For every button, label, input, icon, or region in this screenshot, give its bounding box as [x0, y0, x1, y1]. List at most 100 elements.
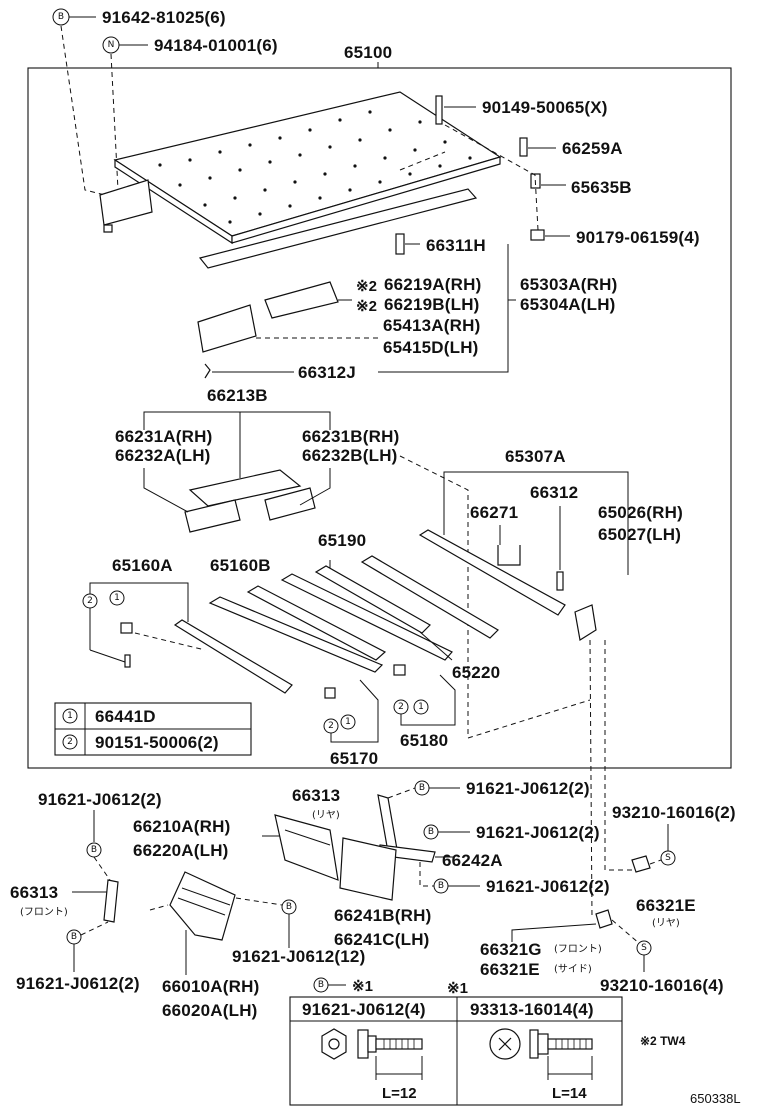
- floor-panel: [99, 91, 502, 245]
- svg-text:66220A(LH): 66220A(LH): [133, 841, 229, 860]
- svg-text:※2: ※2: [356, 278, 377, 295]
- svg-text:66242A: 66242A: [442, 851, 503, 870]
- svg-text:(フロント): (フロント): [554, 944, 602, 955]
- svg-text:2: 2: [87, 596, 93, 606]
- svg-text:B: B: [286, 902, 292, 912]
- svg-text:S: S: [665, 853, 671, 863]
- svg-text:L=12: L=12: [382, 1085, 417, 1102]
- hex-bolt-icon: L=12: [321, 1028, 423, 1102]
- svg-text:2: 2: [398, 702, 404, 712]
- svg-text:S: S: [641, 943, 647, 953]
- guard-66210a: 66313 (リヤ) 66210A(RH) 66220A(LH) B 91621…: [133, 779, 610, 949]
- svg-text:91621-J0612(2): 91621-J0612(2): [466, 779, 590, 798]
- bracket-assembly: 66311H ※2 66219A(RH) ※2 66219B(LH) 65413…: [197, 233, 617, 382]
- svg-text:66232B(LH): 66232B(LH): [302, 446, 398, 465]
- crossmember-66213b: 66213B 66231A(RH) 66232A(LH) 66231B(RH) …: [115, 386, 469, 738]
- svg-text:65415D(LH): 65415D(LH): [383, 338, 479, 357]
- svg-text:66259A: 66259A: [562, 139, 623, 158]
- svg-text:65170: 65170: [330, 749, 378, 768]
- svg-text:65220: 65220: [452, 663, 500, 682]
- svg-text:L=14: L=14: [552, 1085, 587, 1102]
- svg-text:66321E: 66321E: [636, 896, 696, 915]
- svg-text:B: B: [318, 980, 324, 990]
- svg-text:91621-J0612(4): 91621-J0612(4): [302, 1000, 426, 1019]
- svg-text:1: 1: [418, 702, 424, 712]
- svg-text:65160A: 65160A: [112, 556, 173, 575]
- svg-text:(サイド): (サイド): [554, 963, 592, 975]
- svg-text:B: B: [438, 881, 444, 891]
- svg-text:66321G: 66321G: [480, 940, 542, 959]
- svg-text:66210A(RH): 66210A(RH): [133, 817, 230, 836]
- svg-text:65635B: 65635B: [571, 178, 632, 197]
- svg-text:66232A(LH): 66232A(LH): [115, 446, 211, 465]
- svg-text:66312: 66312: [530, 483, 578, 502]
- svg-text:(フロント): (フロント): [20, 907, 68, 918]
- svg-text:1: 1: [345, 717, 351, 727]
- svg-text:66219A(RH): 66219A(RH): [384, 275, 481, 294]
- svg-text:66313: 66313: [10, 883, 58, 902]
- svg-text:(リヤ): (リヤ): [312, 810, 340, 821]
- footnote: ※2 TW4: [640, 1034, 686, 1048]
- flange-bolt-icon: L=14: [489, 1028, 593, 1102]
- crossmember-65160a: 65160A 2 1 65160B 65190 65220: [82, 531, 500, 694]
- svg-text:66231B(RH): 66231B(RH): [302, 427, 399, 446]
- svg-text:91621-J0612(2): 91621-J0612(2): [38, 790, 162, 809]
- fastener-table: ※1 91621-J0612(4) 93313-16014(4) L=12: [289, 980, 623, 1106]
- svg-text:N: N: [108, 40, 115, 50]
- mounts-65170-65180: 2 1 65170 2 1 65180: [323, 664, 591, 768]
- svg-text:90179-06159(4): 90179-06159(4): [576, 228, 700, 247]
- label-65100: 65100: [344, 43, 392, 62]
- svg-text:B: B: [419, 783, 425, 793]
- svg-text:65160B: 65160B: [210, 556, 271, 575]
- label-94184: 94184-01001(6): [154, 36, 278, 55]
- svg-text:65026(RH): 65026(RH): [598, 503, 683, 522]
- guard-66010a: B 91621-J0612(12) 66010A(RH) 66020A(LH) …: [149, 871, 373, 1020]
- assembly-frame: [27, 67, 732, 769]
- svg-text:66241B(RH): 66241B(RH): [334, 906, 431, 925]
- b-bolt-callout: B 91642-81025(6): [52, 8, 226, 27]
- svg-text:65413A(RH): 65413A(RH): [383, 316, 480, 335]
- svg-text:93210-16016(2): 93210-16016(2): [612, 803, 736, 822]
- top-fasteners: 90149-50065(X) 66259A 65635B 90179-06159…: [435, 95, 700, 247]
- svg-text:(リヤ): (リヤ): [652, 918, 680, 929]
- svg-text:65304A(LH): 65304A(LH): [520, 295, 616, 314]
- svg-text:91621-J0612(2): 91621-J0612(2): [486, 877, 610, 896]
- legend-table: 1 2 66441D 90151-50006(2): [54, 702, 252, 756]
- svg-text:B: B: [58, 12, 64, 22]
- svg-text:66271: 66271: [470, 503, 518, 522]
- svg-text:66321E: 66321E: [480, 960, 540, 979]
- svg-text:93313-16014(4): 93313-16014(4): [470, 1000, 594, 1019]
- svg-text:1: 1: [67, 711, 73, 721]
- svg-text:1: 1: [114, 593, 120, 603]
- svg-text:※1: ※1: [447, 980, 468, 997]
- svg-text:※2: ※2: [356, 298, 377, 315]
- svg-text:B: B: [71, 932, 77, 942]
- svg-text:66010A(RH): 66010A(RH): [162, 977, 259, 996]
- svg-text:66313: 66313: [292, 786, 340, 805]
- svg-text:2: 2: [328, 721, 334, 731]
- svg-text:91621-J0612(2): 91621-J0612(2): [476, 823, 600, 842]
- svg-text:66231A(RH): 66231A(RH): [115, 427, 212, 446]
- svg-text:90149-50065(X): 90149-50065(X): [482, 98, 608, 117]
- svg-text:66213B: 66213B: [207, 386, 268, 405]
- svg-text:93210-16016(4): 93210-16016(4): [600, 976, 724, 995]
- svg-text:B: B: [428, 827, 434, 837]
- side-rail: [198, 188, 478, 269]
- svg-text:66020A(LH): 66020A(LH): [162, 1001, 258, 1020]
- svg-text:66441D: 66441D: [95, 707, 156, 726]
- right-clips: 93210-16016(2) S 66321E (リヤ) S 66321G (フ…: [480, 803, 736, 995]
- svg-text:65307A: 65307A: [505, 447, 566, 466]
- svg-text:65303A(RH): 65303A(RH): [520, 275, 617, 294]
- svg-text:B: B: [91, 845, 97, 855]
- svg-text:2: 2: [67, 737, 73, 747]
- svg-text:66311H: 66311H: [426, 236, 486, 255]
- svg-text:65190: 65190: [318, 531, 366, 550]
- svg-text:65027(LH): 65027(LH): [598, 525, 681, 544]
- svg-text:66241C(LH): 66241C(LH): [334, 930, 430, 949]
- svg-text:91621-J0612(2): 91621-J0612(2): [16, 974, 140, 993]
- svg-text:90151-50006(2): 90151-50006(2): [95, 733, 219, 752]
- label-91642: 91642-81025(6): [102, 8, 226, 27]
- n-nut-callout: N 94184-01001(6): [102, 36, 278, 55]
- crossmember-65307a: 65307A 66271 66312 65026(RH) 65027(LH): [418, 447, 683, 919]
